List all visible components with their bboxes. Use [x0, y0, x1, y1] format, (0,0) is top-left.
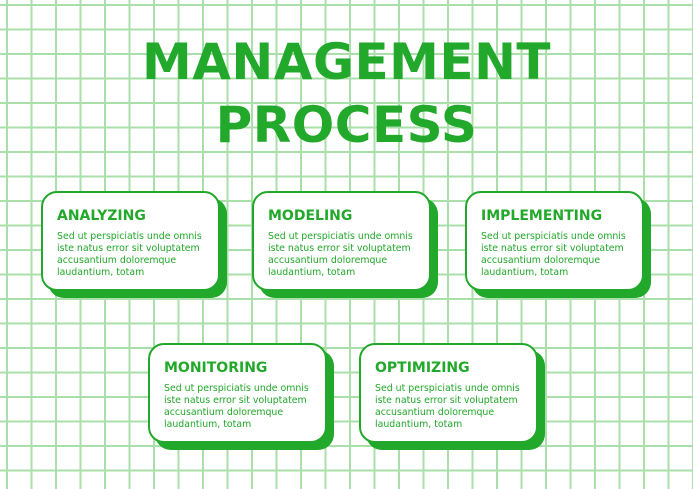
card-text-line: laudantium, totam	[375, 419, 463, 430]
card-text-line: laudantium, totam	[268, 267, 356, 278]
card-body: MODELING Sed ut perspiciatis unde omnis …	[252, 191, 431, 291]
card-text-line: Sed ut perspiciatis unde omnis	[481, 231, 626, 242]
card-description: Sed ut perspiciatis unde omnis iste natu…	[375, 383, 523, 431]
card-body: ANALYZING Sed ut perspiciatis unde omnis…	[41, 191, 220, 291]
card-description: Sed ut perspiciatis unde omnis iste natu…	[268, 231, 416, 279]
process-card-optimizing: OPTIMIZING Sed ut perspiciatis unde omni…	[359, 343, 545, 450]
card-text-line: iste natus error sit voluptatem	[268, 243, 411, 254]
process-card-analyzing: ANALYZING Sed ut perspiciatis unde omnis…	[41, 191, 227, 298]
card-body: IMPLEMENTING Sed ut perspiciatis unde om…	[465, 191, 644, 291]
page-title-line-1: MANAGEMENT	[141, 33, 552, 91]
card-text-line: accusantium doloremque	[164, 407, 284, 418]
card-text-line: accusantium doloremque	[375, 407, 495, 418]
card-text-line: iste natus error sit voluptatem	[375, 395, 518, 406]
process-card-implementing: IMPLEMENTING Sed ut perspiciatis unde om…	[465, 191, 651, 298]
process-card-modeling: MODELING Sed ut perspiciatis unde omnis …	[252, 191, 438, 298]
card-text-line: accusantium doloremque	[481, 255, 601, 266]
card-text-line: Sed ut perspiciatis unde omnis	[57, 231, 202, 242]
card-text-line: Sed ut perspiciatis unde omnis	[375, 383, 520, 394]
card-body: MONITORING Sed ut perspiciatis unde omni…	[148, 343, 327, 443]
card-text-line: accusantium doloremque	[57, 255, 177, 266]
card-description: Sed ut perspiciatis unde omnis iste natu…	[164, 383, 312, 431]
card-body: OPTIMIZING Sed ut perspiciatis unde omni…	[359, 343, 538, 443]
card-text-line: laudantium, totam	[481, 267, 569, 278]
card-description: Sed ut perspiciatis unde omnis iste natu…	[57, 231, 205, 279]
card-text-line: Sed ut perspiciatis unde omnis	[164, 383, 309, 394]
page-title-line-2: PROCESS	[215, 96, 478, 154]
card-text-line: iste natus error sit voluptatem	[164, 395, 307, 406]
card-title: MODELING	[268, 208, 353, 224]
card-title: IMPLEMENTING	[481, 208, 603, 224]
card-text-line: Sed ut perspiciatis unde omnis	[268, 231, 413, 242]
card-description: Sed ut perspiciatis unde omnis iste natu…	[481, 231, 629, 279]
process-card-monitoring: MONITORING Sed ut perspiciatis unde omni…	[148, 343, 334, 450]
card-text-line: iste natus error sit voluptatem	[57, 243, 200, 254]
card-text-line: laudantium, totam	[57, 267, 145, 278]
card-text-line: laudantium, totam	[164, 419, 252, 430]
card-title: OPTIMIZING	[375, 360, 470, 376]
card-title: ANALYZING	[57, 208, 146, 224]
card-title: MONITORING	[164, 360, 268, 376]
card-text-line: accusantium doloremque	[268, 255, 388, 266]
card-text-line: iste natus error sit voluptatem	[481, 243, 624, 254]
